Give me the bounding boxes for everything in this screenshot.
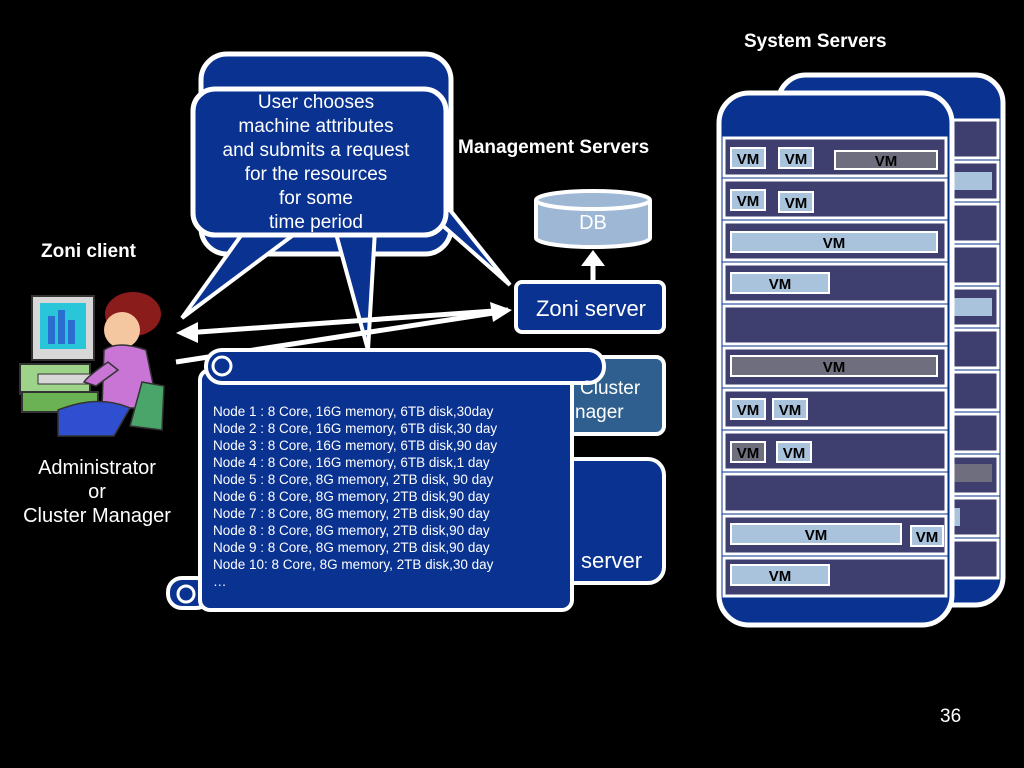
arrow-zoni-to-db: [581, 250, 605, 282]
vm-chip: VM: [772, 398, 808, 420]
vm-chip: VM: [730, 564, 830, 586]
node-list-item: Node 6 : 8 Core, 8G memory, 2TB disk,90 …: [213, 489, 490, 504]
cluster-manager-label-line1: Cluster: [580, 378, 641, 399]
vm-chip: VM: [778, 191, 814, 213]
vm-chip: VM: [730, 441, 766, 463]
node-list-item: Node 2 : 8 Core, 16G memory, 6TB disk,30…: [213, 421, 498, 436]
speech-bubble-text: User chooses machine attributes and subm…: [198, 91, 434, 235]
server-slot: [722, 304, 948, 346]
vm-chip: VM: [834, 150, 938, 170]
node-list-item: Node 5 : 8 Core, 8G memory, 2TB disk, 90…: [213, 472, 494, 487]
bubble-line: for some: [279, 188, 353, 209]
node-list-item: Node 4 : 8 Core, 16G memory, 6TB disk,1 …: [213, 455, 490, 470]
cluster-manager-label-line2: nager: [575, 402, 624, 423]
node-list-item: Node 3 : 8 Core, 16G memory, 6TB disk,90…: [213, 438, 498, 453]
client-role-label: Administrator or Cluster Manager: [0, 456, 194, 528]
server-slots: [722, 136, 948, 598]
bubble-line: machine attributes: [238, 116, 394, 137]
vm-chip: VM: [730, 355, 938, 377]
db-label: DB: [579, 212, 607, 234]
vm-chip: VM: [778, 147, 814, 169]
role-line: or: [88, 481, 106, 503]
zoni-server-label: Zoni server: [535, 296, 647, 321]
management-servers-title: Management Servers: [458, 137, 650, 158]
bubble-line: time period: [269, 212, 363, 233]
vm-chip: VM: [730, 189, 766, 211]
bubble-line: for the resources: [244, 164, 388, 185]
page-number: 36: [940, 706, 962, 727]
role-line: Cluster Manager: [23, 505, 171, 527]
db-cylinder: [534, 189, 652, 249]
role-line: Administrator: [38, 457, 156, 479]
node-list-item: Node 8 : 8 Core, 8G memory, 2TB disk,90 …: [213, 523, 490, 538]
vm-chip: VM: [910, 525, 944, 547]
system-servers-title: System Servers: [744, 31, 887, 52]
node-list-item: …: [213, 574, 227, 589]
vm-chip: VM: [730, 523, 902, 545]
vm-chip: VM: [730, 398, 766, 420]
vm-chip: VM: [776, 441, 812, 463]
node-list-item: Node 1 : 8 Core, 16G memory, 6TB disk,30…: [213, 404, 494, 419]
node-list-item: Node 10: 8 Core, 8G memory, 2TB disk,30 …: [213, 557, 494, 572]
node-list: Node 1 : 8 Core, 16G memory, 6TB disk,30…: [213, 403, 497, 590]
administrator-at-computer-illustration: [19, 292, 165, 437]
bubble-line: User chooses: [257, 92, 375, 113]
speech-bubble-front: [190, 86, 449, 238]
node-list-item: Node 9 : 8 Core, 8G memory, 2TB disk,90 …: [213, 540, 490, 555]
node-scroll: [166, 348, 606, 612]
server-box-label: server: [581, 548, 643, 573]
vm-chip: VM: [730, 147, 766, 169]
vm-chip: VM: [730, 272, 830, 294]
zoni-server-box: [514, 280, 666, 334]
vm-chip: VM: [730, 231, 938, 253]
bubble-line: and submits a request: [222, 140, 410, 161]
node-list-item: Node 7 : 8 Core, 8G memory, 2TB disk,90 …: [213, 506, 490, 521]
server-slot: [722, 472, 948, 514]
zoni-client-title: Zoni client: [41, 241, 136, 262]
